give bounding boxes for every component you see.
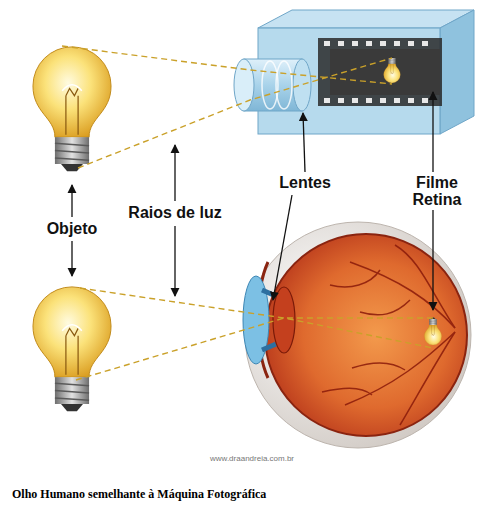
figure-caption: Olho Humano semelhante à Máquina Fotográ… [12,487,266,502]
watermark: www.draandreia.com.br [210,455,294,463]
light-rays-label: Raios de luz [128,205,221,221]
lens-label: Lentes [279,175,331,191]
camera [234,10,474,134]
leader-arrows [72,92,433,310]
film-label: Filme [416,175,458,191]
eye [243,222,471,448]
object-label: Objeto [47,221,98,237]
retina-label: Retina [413,192,462,208]
light-rays [62,46,433,380]
object-bulb [33,47,111,171]
object-bulb [33,287,111,411]
